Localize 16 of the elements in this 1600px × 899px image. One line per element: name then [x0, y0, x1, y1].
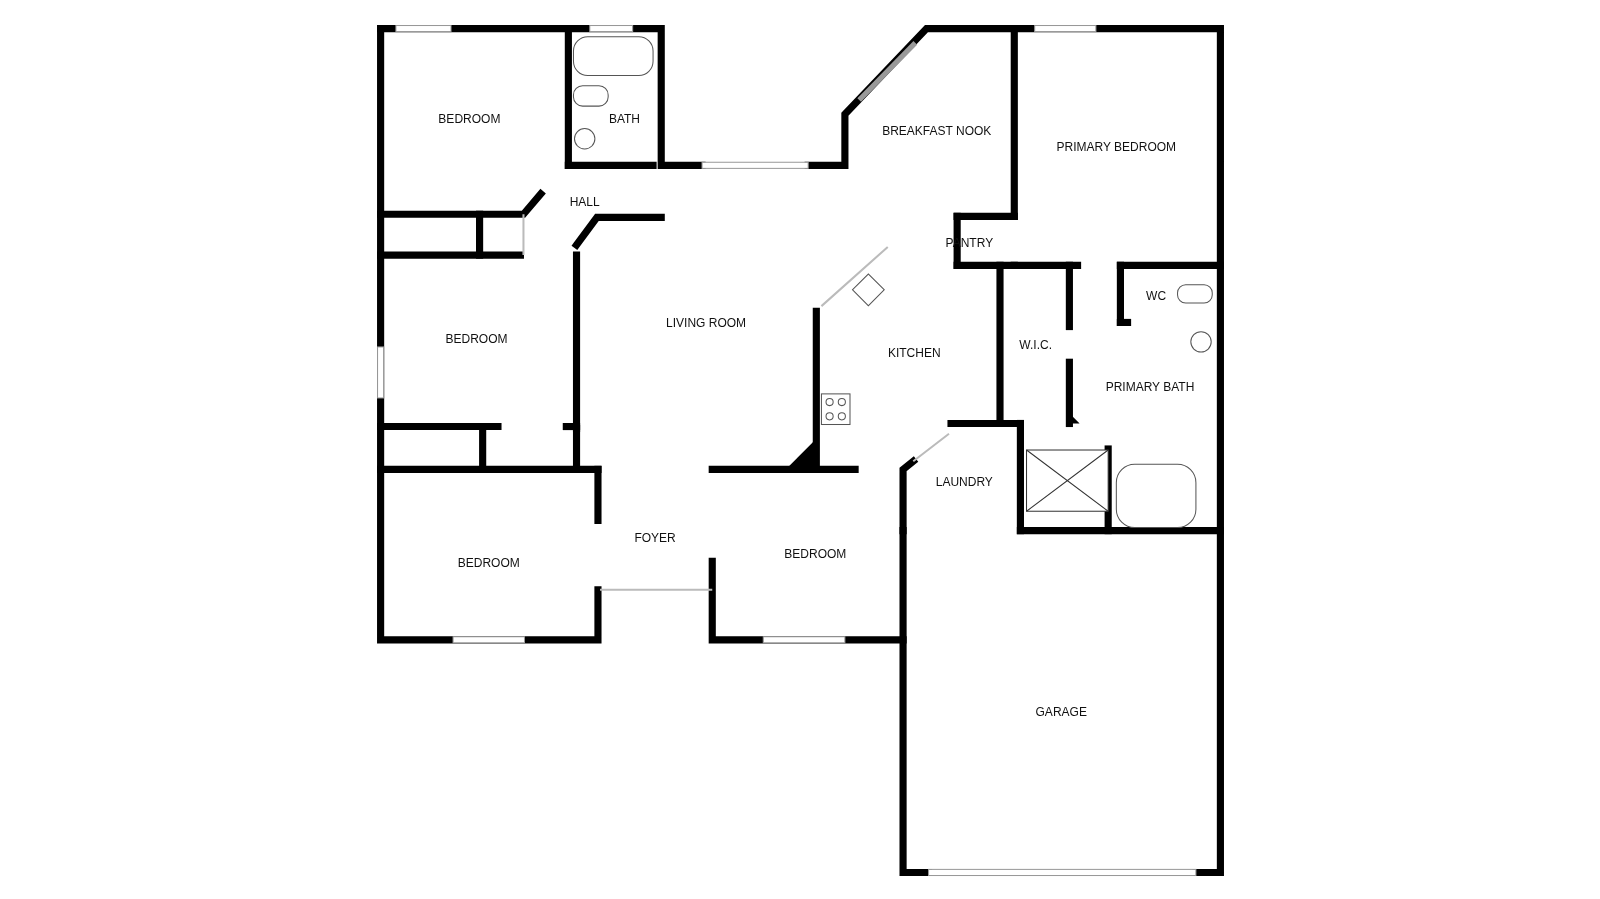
room-label: WC [1146, 288, 1167, 303]
room-label: PRIMARY BATH [1105, 379, 1195, 394]
room-label: W.I.C. [1019, 337, 1053, 352]
room-label: BEDROOM [784, 547, 847, 562]
room-label: PRIMARY BEDROOM [1056, 139, 1177, 154]
room-label: BEDROOM [438, 112, 501, 127]
room-label: BEDROOM [457, 556, 520, 571]
room-label: BATH [608, 112, 641, 127]
room-label: LAUNDRY [935, 474, 993, 489]
room-label: FOYER [634, 530, 676, 545]
room-label: HALL [569, 195, 600, 210]
room-label: KITCHEN [887, 346, 941, 361]
room-label: BEDROOM [445, 331, 508, 346]
room-label: BREAKFAST NOOK [882, 123, 992, 138]
room-label: LIVING ROOM [666, 316, 747, 331]
room-label: GARAGE [1035, 705, 1087, 720]
